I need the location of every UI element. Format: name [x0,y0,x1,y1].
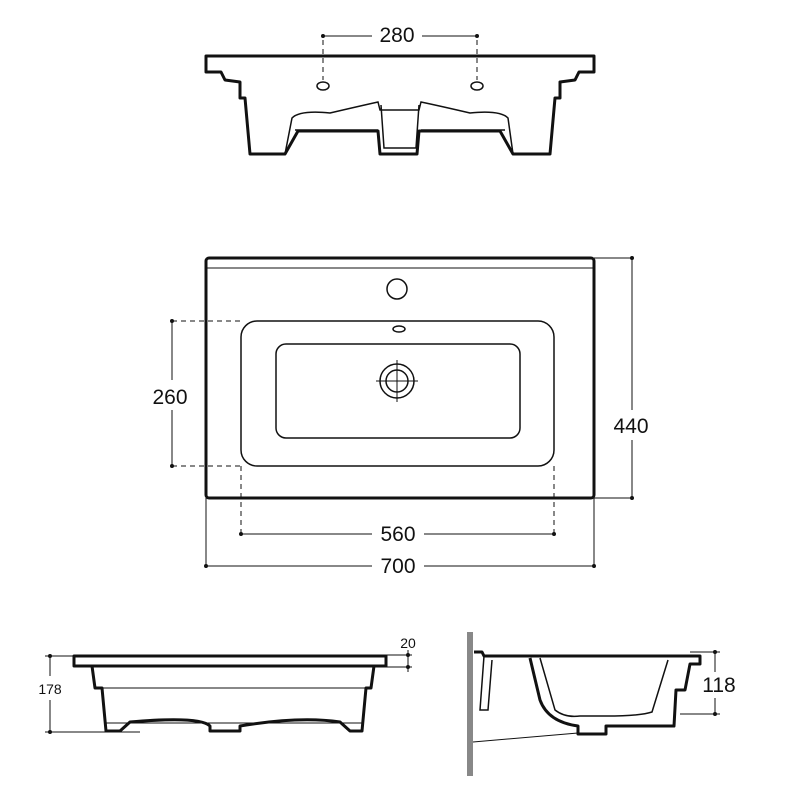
dim-bowl-width: 560 [380,523,415,546]
dim-overall-height: 178 [38,681,62,697]
wall [467,632,473,776]
dim-tap-spacing: 280 [379,24,414,47]
dim-rim-thickness: 20 [400,635,416,651]
section-view: 118 [467,632,736,776]
dim-bowl-depth: 260 [152,386,187,409]
dim-bowl-height: 118 [702,674,735,697]
dim-overall-width: 700 [380,555,415,578]
dim-overall-depth: 440 [613,415,648,438]
plan-view: 260 440 560 700 [152,256,649,578]
side-view: 178 20 [38,635,416,734]
front-view: 280 [204,24,596,156]
